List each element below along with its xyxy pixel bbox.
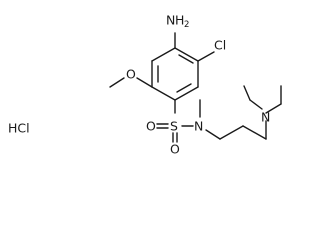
amine-group-label: N H 2 bbox=[166, 13, 189, 31]
methoxy-oxygen-label: O bbox=[126, 67, 136, 82]
chain-bond-2 bbox=[219, 125, 244, 140]
ethyl-bond-1a bbox=[265, 103, 282, 114]
amine-h-label: H bbox=[175, 13, 184, 28]
sulfur-label: S bbox=[170, 119, 178, 134]
chain-bond-1 bbox=[205, 129, 221, 140]
methoxy-methyl-bond bbox=[109, 77, 125, 88]
chain-bond-3 bbox=[242, 125, 267, 140]
benzene-ring bbox=[151, 47, 199, 101]
ethyl-bond-2b bbox=[243, 85, 251, 101]
sulfonyl-oxygen-left-label: O bbox=[146, 119, 156, 134]
chlorine-label: Cl bbox=[214, 38, 226, 53]
ring-bond-6 bbox=[151, 47, 176, 62]
hcl-salt-label: HCl bbox=[8, 121, 30, 136]
ring-double-bond-1 bbox=[178, 54, 194, 64]
methoxy-o-bond bbox=[136, 77, 153, 88]
sulfonamide-n-label: N bbox=[194, 119, 203, 134]
chemical-structure-diagram: N H 2 Cl O S O O N N HCl bbox=[8, 13, 282, 157]
ring-bond-3 bbox=[174, 86, 199, 101]
ring-bond-4 bbox=[151, 86, 176, 101]
terminal-n-label: N bbox=[261, 110, 270, 125]
sulfonyl-oxygen-bottom-label: O bbox=[170, 142, 180, 157]
ring-double-bond-2 bbox=[176, 83, 192, 93]
amine-n-label: N bbox=[166, 13, 175, 28]
ethyl-bond-2a bbox=[249, 99, 263, 110]
structure-canvas: N H 2 Cl O S O O N N HCl bbox=[8, 13, 282, 157]
chloro-bond bbox=[197, 51, 215, 62]
ring-bond-1 bbox=[174, 47, 199, 62]
amine-h-count: 2 bbox=[184, 20, 189, 30]
